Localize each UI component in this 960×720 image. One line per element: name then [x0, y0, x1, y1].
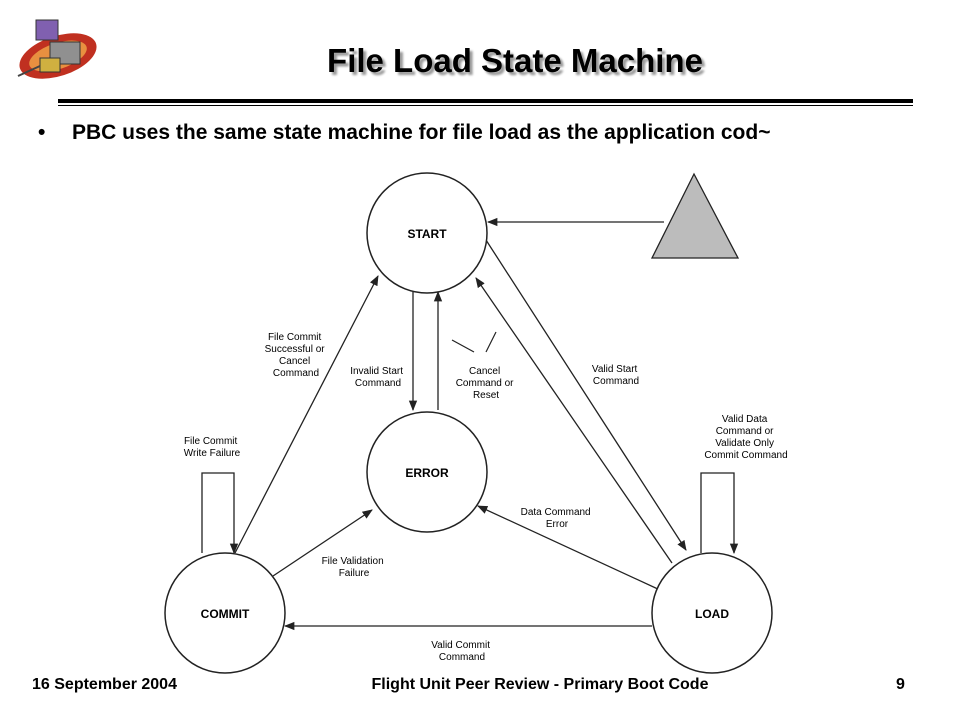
edge-load-error: [477, 505, 661, 591]
initial-state-triangle: [650, 172, 740, 259]
bullet-text: PBC uses the same state machine for file…: [72, 121, 771, 144]
label-valid-start: Valid Start Command: [592, 364, 640, 387]
state-commit-label: COMMIT: [201, 607, 250, 621]
edge-load-self: [700, 472, 739, 555]
tick-mark-left: [451, 339, 475, 353]
edge-commit-error: [272, 509, 373, 577]
state-start-label: START: [407, 227, 447, 241]
state-error: [366, 411, 488, 533]
bullet-dot: •: [38, 121, 46, 144]
label-validation-failure: File Validation Failure: [322, 556, 387, 579]
label-data-cmd-error: Data Command Error: [521, 507, 594, 530]
state-load-label: LOAD: [695, 607, 729, 621]
mission-logo-icon: [17, 19, 97, 79]
edge-load-start: [475, 277, 673, 564]
state-error-label: ERROR: [405, 466, 449, 480]
state-load: [651, 552, 773, 674]
label-cancel-reset: Cancel Command or Reset: [456, 366, 517, 401]
label-write-failure: File Commit Write Failure: [184, 436, 241, 459]
edge-commit-self: [201, 472, 239, 555]
title-divider-thin: [58, 105, 913, 106]
tick-mark-right: [485, 331, 497, 353]
state-start: [366, 172, 488, 294]
footer-page-number: 9: [896, 676, 905, 693]
slide-title: File Load State Machine: [327, 42, 703, 79]
label-valid-data: Valid Data Command or Validate Only Comm…: [704, 414, 787, 461]
label-valid-commit: Valid Commit Command: [431, 640, 493, 663]
label-file-commit-success: File Commit Successful or Cancel Command: [265, 332, 328, 379]
title-divider: [58, 99, 913, 103]
label-invalid-start: Invalid Start Command: [350, 366, 406, 389]
edge-start-load: [485, 239, 687, 551]
footer-date: 16 September 2004: [32, 676, 177, 693]
footer-title: Flight Unit Peer Review - Primary Boot C…: [371, 676, 709, 693]
edge-commit-start: [234, 275, 379, 554]
state-commit: [164, 552, 286, 674]
